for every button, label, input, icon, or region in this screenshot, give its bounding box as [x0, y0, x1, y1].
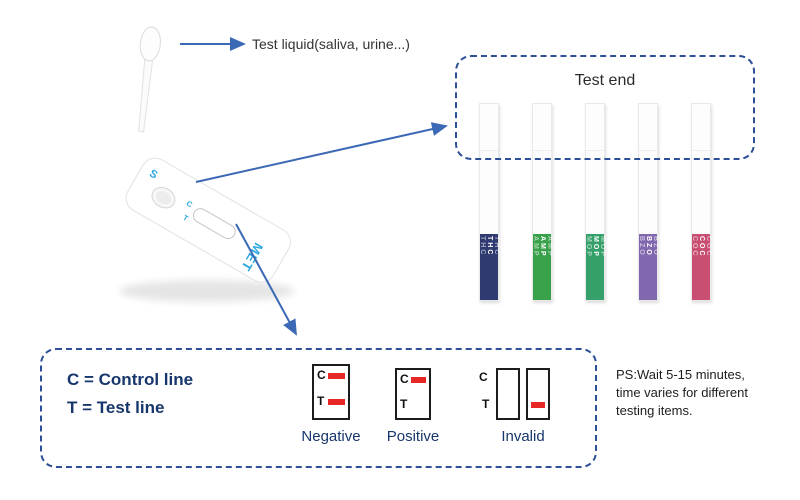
arrow-to-test-end-panel — [195, 122, 448, 183]
window-t-label: T — [317, 394, 325, 408]
strip-code: THC — [479, 236, 486, 257]
strip-code: AMP — [532, 236, 539, 258]
control-line — [328, 373, 345, 379]
strip-code: THC — [486, 236, 493, 257]
result-label-positive: Positive — [386, 428, 440, 445]
test-liquid-label: Test liquid(saliva, urine...) — [252, 36, 410, 52]
strip-code: THC — [493, 236, 500, 257]
cassette-t-label: T — [181, 213, 190, 223]
dropper — [138, 26, 162, 133]
strip-code: MOP — [585, 236, 592, 258]
cassette-c-label: C — [185, 199, 195, 210]
control-line — [411, 377, 426, 383]
strip-label-pad: AMP AMP AMP — [532, 234, 553, 300]
strip-seam — [533, 150, 551, 151]
strip-code: MOP — [592, 236, 599, 258]
strip-label-pad: COC COC COC — [691, 234, 712, 300]
strip-seam — [639, 150, 657, 151]
strip-seam — [480, 150, 498, 151]
strip-code: AMP — [546, 236, 553, 258]
strip-code: BZO — [638, 236, 645, 257]
strip-code: AMP — [539, 236, 546, 258]
test-line — [328, 399, 345, 405]
legend-test-line: T = Test line — [67, 398, 165, 417]
strip-label-pad: MOP MOP MOP — [585, 234, 606, 300]
legend-control-line: C = Control line — [67, 370, 194, 389]
strip-seam — [586, 150, 604, 151]
cassette-shadow — [119, 280, 295, 302]
test-strip-mop: MOP MOP MOP — [585, 103, 606, 301]
strip-code: BZO — [645, 236, 652, 257]
strip-code: BZO — [652, 236, 659, 257]
test-strip-coc: COC COC COC — [691, 103, 712, 301]
result-window-negative: C T — [312, 364, 350, 420]
cassette-result-window — [192, 208, 236, 240]
strip-label-pad: THC THC THC — [479, 234, 500, 300]
dropper-bulb — [139, 26, 162, 62]
ps-note-line: time varies for different — [616, 385, 748, 401]
test-strip-bzo: BZO BZO BZO — [638, 103, 659, 301]
result-label-invalid: Invalid — [501, 428, 545, 445]
strip-seam — [692, 150, 710, 151]
window-c-label: C — [479, 370, 488, 384]
strip-label-pad: BZO BZO BZO — [638, 234, 659, 300]
window-c-label: C — [317, 368, 326, 382]
result-window-invalid-1 — [496, 368, 520, 420]
window-c-label: C — [400, 372, 409, 386]
window-t-label: T — [400, 397, 408, 411]
strip-code: COC — [698, 236, 705, 258]
test-end-title: Test end — [574, 72, 636, 89]
strip-code: MOP — [599, 236, 606, 258]
ps-note-line: PS:Wait 5-15 minutes, — [616, 367, 745, 382]
strip-code: COC — [691, 236, 698, 258]
test-end-panel: Test end — [455, 55, 755, 160]
test-cassette: S C T MET — [125, 157, 291, 283]
result-window-invalid-2 — [526, 368, 550, 420]
results-panel: C = Control line T = Test line C T Negat… — [40, 348, 597, 468]
test-strip-thc: THC THC THC — [479, 103, 500, 301]
test-line — [531, 402, 545, 408]
ps-note-line: testing items. — [616, 403, 693, 419]
strip-code: COC — [705, 236, 712, 258]
arrow-to-results-panel — [235, 223, 297, 336]
sample-well-inner — [155, 191, 171, 205]
window-t-label: T — [482, 397, 490, 411]
test-strip-amp: AMP AMP AMP — [532, 103, 553, 301]
dropper-stem — [138, 54, 154, 133]
result-label-negative: Negative — [301, 428, 361, 445]
ps-note: PS:Wait 5-15 minutes, time varies for di… — [616, 366, 791, 421]
result-window-positive: C T — [395, 368, 431, 420]
